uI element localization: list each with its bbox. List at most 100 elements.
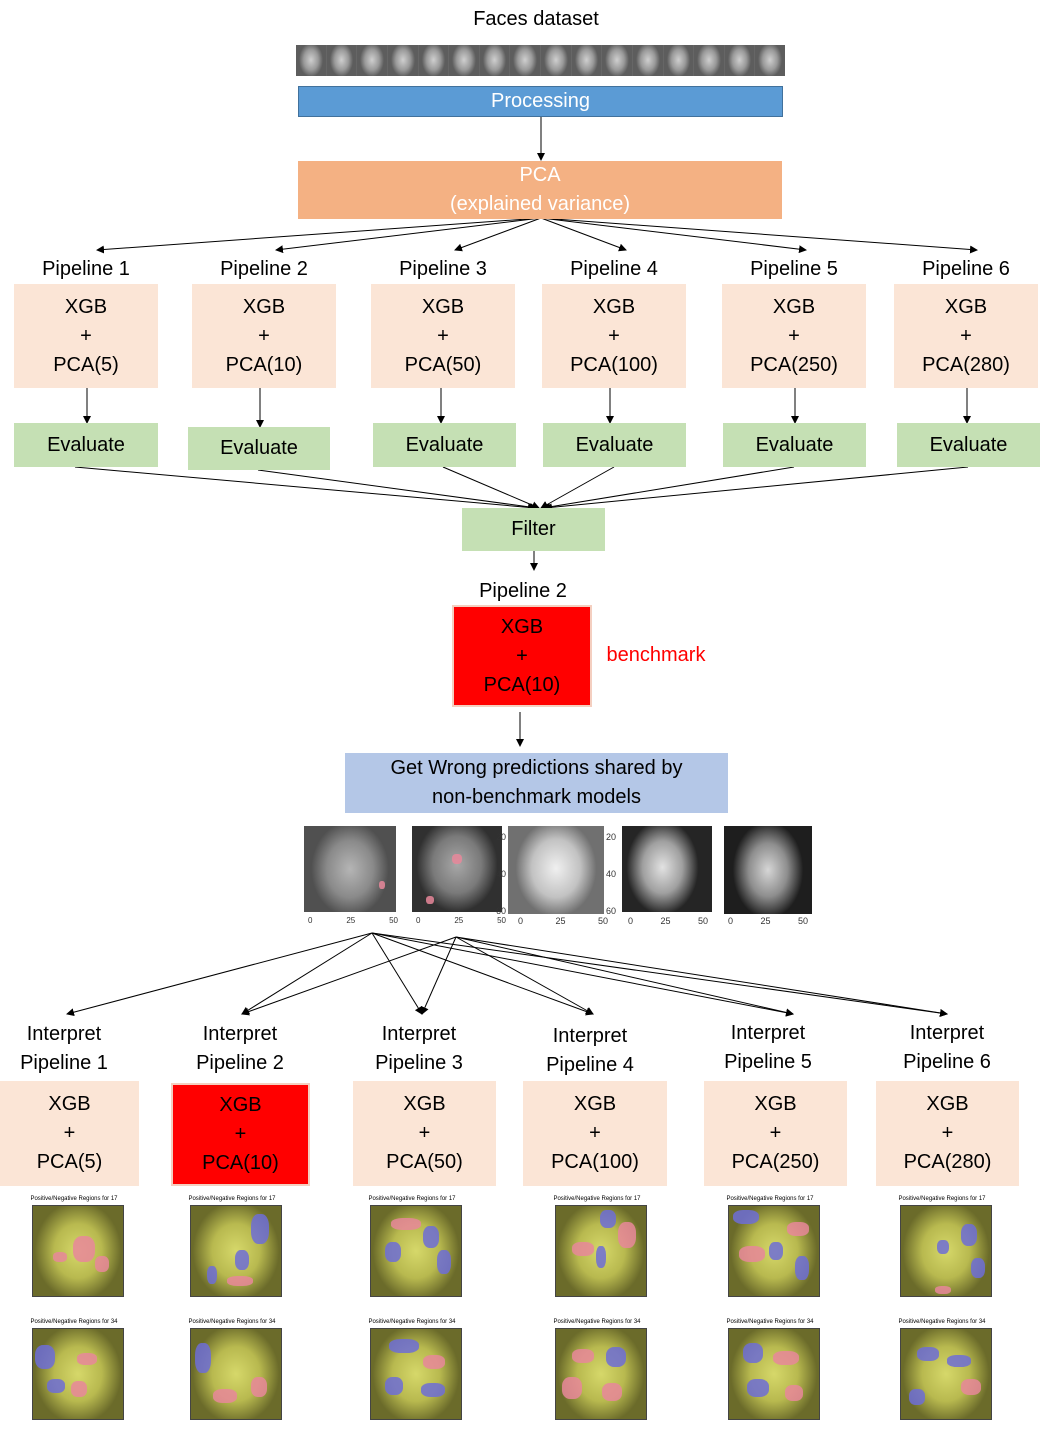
pca-components: PCA(50) — [404, 353, 482, 376]
interpret-box-5: XGB + PCA(250) — [704, 1081, 847, 1186]
face-image — [412, 826, 502, 912]
pca-components: PCA(250) — [750, 353, 838, 376]
pca-components: PCA(250) — [731, 1151, 820, 1173]
plus-sign: + — [769, 1122, 782, 1144]
model-name: XGB — [403, 1093, 446, 1115]
model-name: XGB — [219, 1094, 262, 1116]
page-title: Faces dataset — [473, 8, 599, 30]
plus-sign: + — [418, 1122, 431, 1144]
model-name: XGB — [592, 295, 636, 318]
pca-components: PCA(5) — [53, 353, 119, 376]
model-name: XGB — [772, 295, 816, 318]
interpret-box-4: XGB + PCA(100) — [523, 1081, 667, 1186]
model-name: XGB — [926, 1093, 969, 1115]
pca-components: PCA(100) — [551, 1151, 639, 1173]
region-plot-17-pipeline-1: Positive/Negative Regions for 17 — [22, 1195, 126, 1307]
evaluate-label: Evaluate — [47, 433, 125, 456]
pipeline-label-3: Pipeline 3 — [399, 258, 487, 280]
pca-components: PCA(5) — [36, 1151, 103, 1173]
plus-sign: + — [63, 1122, 76, 1144]
plus-sign: + — [589, 1122, 601, 1144]
interpret-box-6: XGB + PCA(280) — [876, 1081, 1019, 1186]
pca-box: PCA (explained variance) — [298, 161, 782, 219]
filter-box: Filter — [462, 508, 605, 551]
face-image — [724, 826, 812, 914]
region-plot-34-pipeline-1: Positive/Negative Regions for 34 — [22, 1318, 126, 1430]
pca-components: PCA(10) — [483, 673, 561, 696]
benchmark-tag: benchmark — [606, 644, 706, 666]
region-plot-17-pipeline-4: Positive/Negative Regions for 17 — [545, 1195, 649, 1307]
pipeline-label-5: Pipeline 5 — [750, 258, 838, 280]
region-plot-17-pipeline-6: Positive/Negative Regions for 17 — [890, 1195, 994, 1307]
region-plot-34-pipeline-5: Positive/Negative Regions for 34 — [718, 1318, 822, 1430]
plus-sign: + — [80, 324, 92, 347]
region-plot-17-pipeline-5: Positive/Negative Regions for 17 — [718, 1195, 822, 1307]
model-name: XGB — [754, 1093, 797, 1115]
evaluate-label: Evaluate — [220, 437, 298, 459]
region-plot-17-pipeline-3: Positive/Negative Regions for 17 — [360, 1195, 464, 1307]
wrong-predictions-box: Get Wrong predictions shared by non-benc… — [345, 753, 728, 813]
evaluate-box-6: Evaluate — [897, 423, 1040, 467]
evaluate-box-3: Evaluate — [373, 423, 516, 467]
model-name: XGB — [242, 295, 286, 318]
faces-dataset-strip — [296, 45, 785, 76]
model-name: XGB — [500, 615, 544, 638]
plus-sign: + — [437, 324, 449, 347]
region-plot-34-pipeline-3: Positive/Negative Regions for 34 — [360, 1318, 464, 1430]
region-plot-34-pipeline-6: Positive/Negative Regions for 34 — [890, 1318, 994, 1430]
pipeline-box-1: XGB + PCA(5) — [14, 284, 158, 388]
interpret-box-1: XGB + PCA(5) — [0, 1081, 139, 1186]
pipeline-box-5: XGB + PCA(250) — [722, 284, 866, 388]
pca-title: PCA — [519, 164, 561, 186]
plus-sign: + — [941, 1122, 954, 1144]
model-name: XGB — [944, 295, 988, 318]
pipeline-box-3: XGB + PCA(50) — [371, 284, 515, 388]
region-plot-34-pipeline-2: Positive/Negative Regions for 34 — [180, 1318, 284, 1430]
plus-sign: + — [608, 324, 620, 347]
pipeline-label-2: Pipeline 2 — [220, 258, 308, 280]
face-image — [304, 826, 396, 912]
model-name: XGB — [421, 295, 465, 318]
plus-sign: + — [234, 1123, 247, 1145]
pca-components: PCA(10) — [202, 1152, 279, 1174]
interpret-box-2: XGB + PCA(10) — [171, 1083, 310, 1186]
benchmark-box: XGB + PCA(10) — [452, 605, 592, 707]
model-name: XGB — [573, 1093, 617, 1115]
plus-sign: + — [960, 324, 972, 347]
region-plot-17-pipeline-2: Positive/Negative Regions for 17 — [180, 1195, 284, 1307]
evaluate-label: Evaluate — [755, 433, 834, 456]
evaluate-label: Evaluate — [929, 433, 1008, 456]
plus-sign: + — [258, 324, 270, 347]
pipeline-box-4: XGB + PCA(100) — [542, 284, 686, 388]
pipeline-label-4: Pipeline 4 — [570, 258, 658, 280]
evaluate-box-2: Evaluate — [188, 427, 330, 470]
filter-label: Filter — [511, 518, 556, 540]
model-name: XGB — [64, 295, 108, 318]
pipeline-label-6: Pipeline 6 — [922, 258, 1010, 280]
plus-sign: + — [516, 644, 528, 667]
pipeline-box-2: XGB + PCA(10) — [192, 284, 336, 388]
plus-sign: + — [788, 324, 800, 347]
wrong-predictions-line1: Get Wrong predictions shared by — [390, 757, 683, 779]
evaluate-box-4: Evaluate — [543, 423, 686, 467]
pca-components: PCA(280) — [922, 353, 1010, 376]
evaluate-label: Evaluate — [575, 433, 654, 456]
processing-label: Processing — [491, 90, 590, 112]
face-image — [508, 826, 604, 914]
evaluate-label: Evaluate — [405, 433, 484, 456]
pca-components: PCA(280) — [903, 1151, 992, 1173]
